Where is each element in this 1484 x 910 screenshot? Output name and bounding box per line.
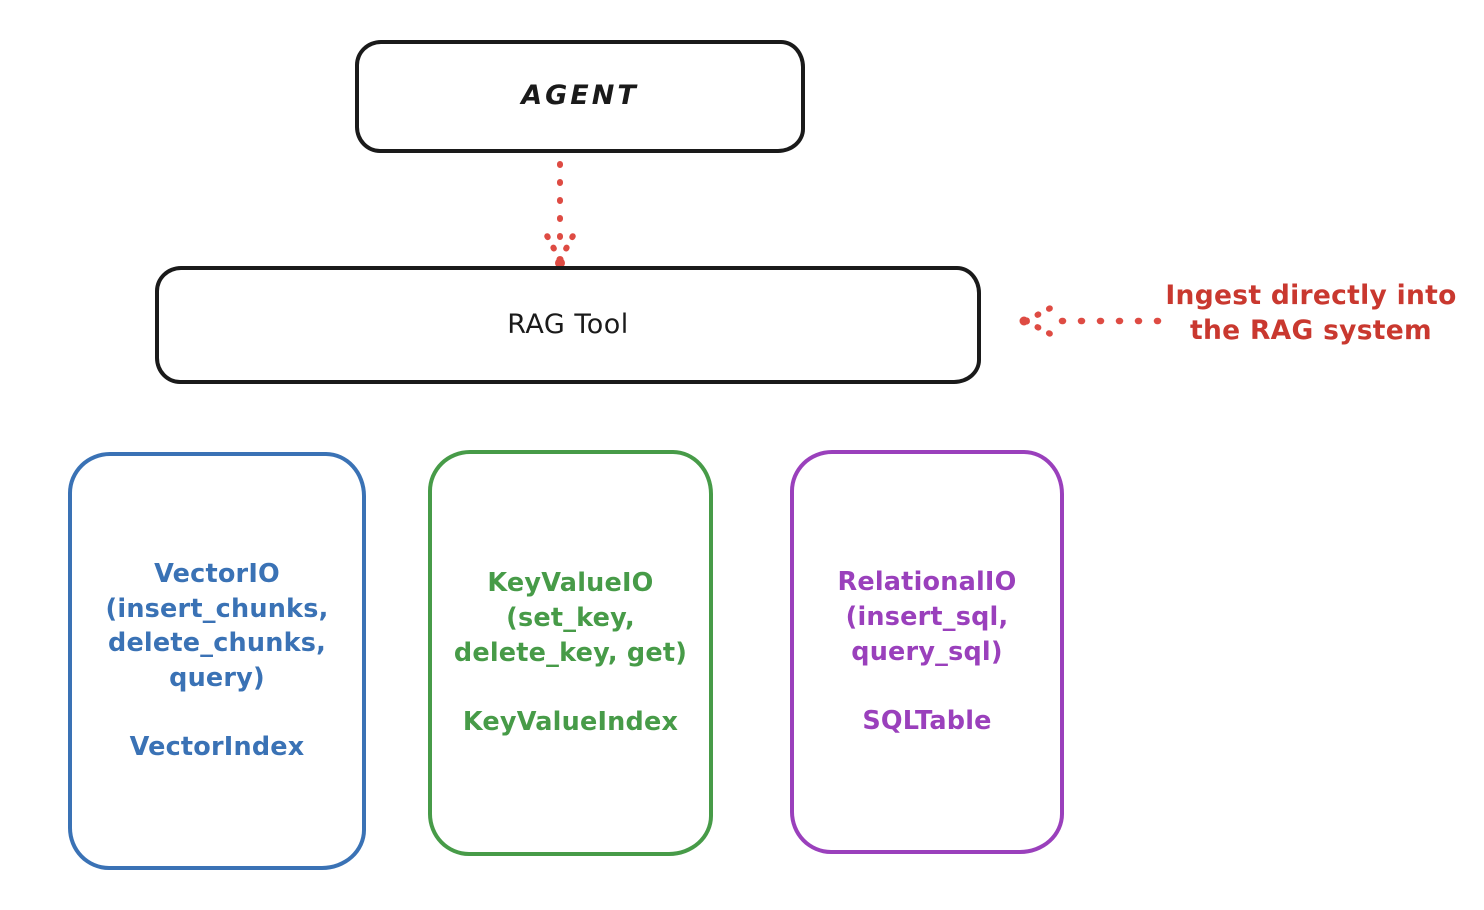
arrow-agent-to-rag-tool-icon [542, 161, 578, 268]
node-vector-io-label: VectorIO (insert_chunks, delete_chunks, … [105, 558, 329, 763]
annotation-ingest-directly: Ingest directly into the RAG system [1165, 280, 1457, 347]
arrow-annotation-to-rag-tool-icon [1019, 301, 1162, 341]
node-agent[interactable]: AGENT [355, 40, 805, 153]
node-key-value-io-label: KeyValueIO (set_key, delete_key, get) Ke… [453, 568, 688, 737]
node-relational-io[interactable]: RelationalIO (insert_sql, query_sql) SQL… [790, 450, 1064, 854]
node-key-value-io[interactable]: KeyValueIO (set_key, delete_key, get) Ke… [428, 450, 713, 856]
node-agent-label: AGENT [521, 80, 639, 112]
node-vector-io[interactable]: VectorIO (insert_chunks, delete_chunks, … [68, 452, 366, 870]
node-relational-io-label: RelationalIO (insert_sql, query_sql) SQL… [837, 567, 1017, 736]
node-rag-tool-label: RAG Tool [507, 308, 629, 340]
node-rag-tool[interactable]: RAG Tool [155, 266, 981, 384]
